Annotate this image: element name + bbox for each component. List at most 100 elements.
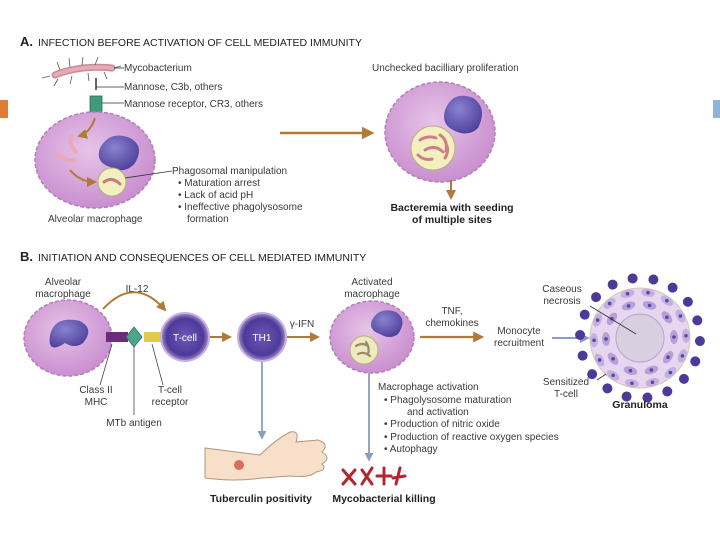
lymphocyte-cell [577, 350, 588, 361]
alveolar-b-label-2: macrophage [35, 289, 91, 300]
mycobacterium-icon [41, 56, 122, 87]
section-a-title: INFECTION BEFORE ACTIVATION OF CELL MEDI… [38, 37, 362, 49]
section-b-title: INITIATION AND CONSEQUENCES OF CELL MEDI… [38, 252, 366, 264]
class-ii-mhc-icon [106, 332, 128, 342]
cell-nucleus [611, 373, 615, 378]
lymphocyte-cell [642, 392, 653, 403]
cell-nucleus [611, 356, 615, 361]
alveolar-macrophage-b-icon [23, 299, 113, 377]
cell-nucleus [595, 318, 600, 322]
tcr-label-1: T-cell [158, 385, 182, 396]
tcr-icon [144, 332, 162, 342]
mtb-antigen-label: MTb antigen [106, 418, 162, 429]
lymphocyte-cell [682, 296, 693, 307]
il12-arrow [102, 291, 167, 312]
activation-bullet-4: • Autophagy [384, 444, 438, 455]
granuloma-icon [575, 273, 705, 403]
alveolar-macrophage-icon [34, 111, 156, 209]
cell-nucleus [625, 291, 630, 296]
granuloma-label: Granuloma [612, 399, 668, 411]
killing-label: Mycobacterial killing [332, 493, 435, 505]
lymphocyte-cell [579, 309, 590, 320]
cell-nucleus [597, 358, 602, 362]
cell-nucleus [665, 298, 669, 303]
activated-label-1: Activated [351, 277, 392, 288]
th1-cell-icon [237, 312, 287, 362]
tnf-label-2: chemokines [425, 318, 478, 329]
monocyte-label-2: recruitment [494, 338, 544, 349]
phagosomal-bullet-1: • Maturation arrest [178, 178, 260, 189]
cell-nucleus [626, 304, 631, 308]
monocyte-label-1: Monocyte [497, 326, 541, 337]
cell-nucleus [665, 315, 669, 320]
section-b-letter: B. [20, 249, 33, 264]
cell-nucleus [628, 368, 633, 373]
tuberculin-label: Tuberculin positivity [210, 493, 312, 505]
ligands-label: Mannose, C3b, others [124, 82, 222, 93]
phagosomal-bullet-3: • Ineffective phagolysosome [178, 202, 303, 213]
alveolar-b-label-1: Alveolar [45, 277, 82, 288]
phagosomal-bullet-3-cont: formation [187, 214, 229, 225]
activation-title: Macrophage activation [378, 382, 479, 393]
ifn-label: γ-IFN [290, 319, 314, 330]
left-accent-bar [0, 100, 8, 118]
activation-bullet-1: • Phagolysosome maturation [384, 395, 511, 406]
phagosomal-bullet-2: • Lack of acid pH [178, 190, 253, 201]
activation-bullet-1-cont: and activation [407, 407, 469, 418]
alveolar-macrophage-label: Alveolar macrophage [48, 214, 143, 225]
sensitized-label-1: Sensitized [543, 377, 589, 388]
bacteremia-label-2: of multiple sites [412, 214, 492, 226]
right-accent-bar [713, 100, 720, 118]
cell-nucleus [672, 335, 676, 339]
section-a-letter: A. [20, 34, 33, 49]
arm-icon [204, 431, 328, 481]
tcr-label-2: receptor [152, 397, 189, 408]
cell-nucleus [668, 370, 673, 375]
cell-nucleus [684, 333, 688, 338]
lymphocyte-cell [692, 315, 703, 326]
tnf-label-1: TNF, [441, 306, 462, 317]
killed-bacteria-icon [341, 466, 407, 486]
lymphocyte-cell [575, 329, 586, 340]
class-ii-label-1: Class II [79, 385, 112, 396]
caseous-label-1: Caseous [542, 284, 581, 295]
activation-bullet-3: • Production of reactive oxygen species [384, 432, 559, 443]
cell-nucleus [678, 314, 683, 318]
lymphocyte-cell [591, 292, 602, 303]
lymphocyte-cell [627, 273, 638, 284]
phagosomal-title: Phagosomal manipulation [172, 166, 287, 177]
lymphocyte-cell [690, 356, 701, 367]
t-cell-icon [160, 312, 210, 362]
lymphocyte-cell [621, 391, 632, 402]
cell-nucleus [680, 354, 685, 358]
mtb-antigen-icon [125, 326, 143, 348]
bacteremia-label-1: Bacteremia with seeding [390, 202, 513, 214]
proliferation-label: Unchecked bacilliary proliferation [372, 63, 519, 74]
lymphocyte-cell [607, 279, 618, 290]
class-ii-label-2: MHC [85, 397, 108, 408]
cell-nucleus [666, 355, 670, 359]
th1-label: TH1 [253, 333, 272, 344]
lymphocyte-cell [602, 383, 613, 394]
t-cell-label: T-cell [173, 333, 197, 344]
lymphocyte-cell [648, 274, 659, 285]
caseous-label-2: necrosis [543, 296, 580, 307]
cell-nucleus [649, 368, 654, 372]
lymphocyte-cell [678, 373, 689, 384]
infected-macrophage-icon [384, 81, 496, 183]
activated-macrophage-icon [329, 300, 415, 374]
cell-nucleus [607, 301, 612, 306]
cell-nucleus [604, 337, 608, 341]
cell-nucleus [647, 303, 652, 308]
cell-nucleus [650, 380, 655, 385]
cell-nucleus [592, 338, 596, 343]
cell-nucleus [630, 381, 634, 386]
activation-bullet-2: • Production of nitric oxide [384, 419, 500, 430]
lymphocyte-cell [662, 386, 673, 397]
lymphocyte-cell [587, 369, 598, 380]
receptor-label: Mannose receptor, CR3, others [124, 99, 263, 110]
il12-label: IL-12 [126, 284, 149, 295]
lymphocyte-cell [694, 336, 705, 347]
lymphocyte-cell [667, 282, 678, 293]
